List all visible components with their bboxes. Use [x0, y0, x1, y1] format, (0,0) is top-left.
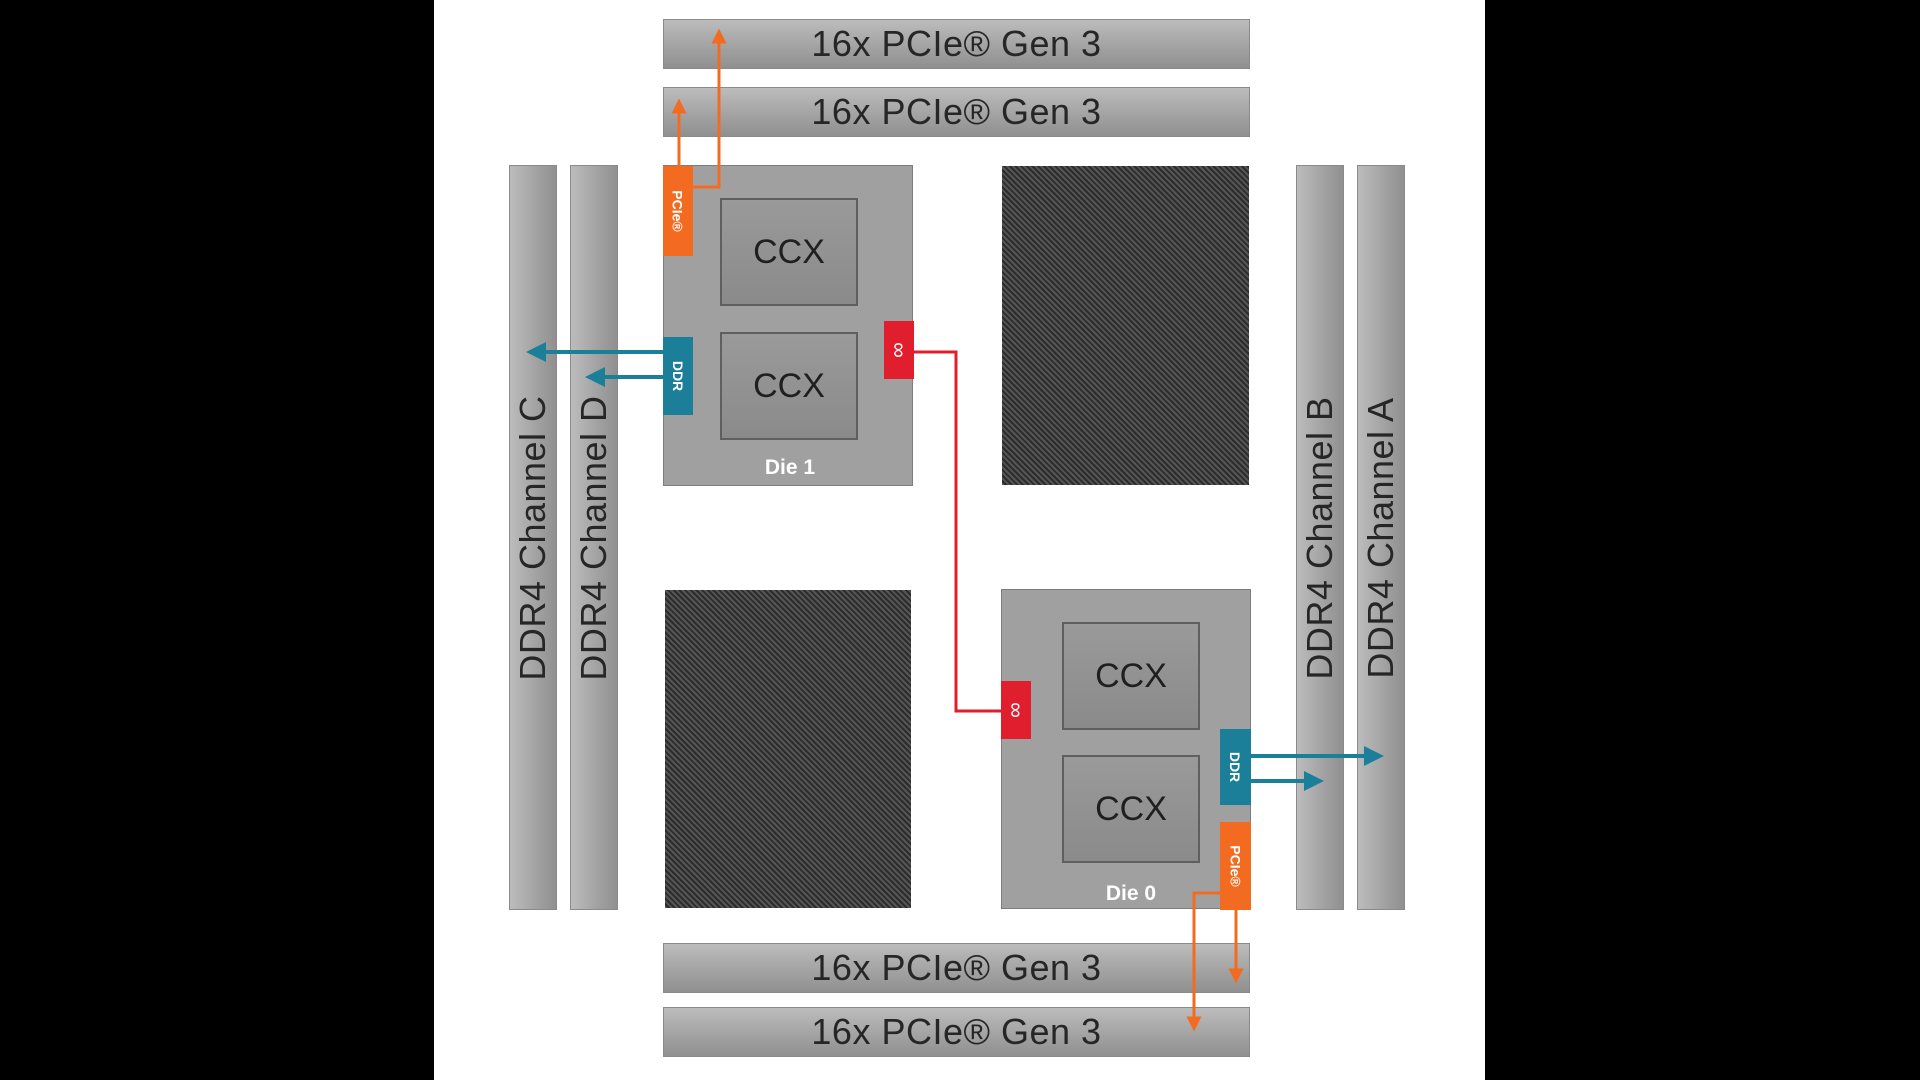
pcie-tab-label: PCIe® [670, 190, 687, 232]
infinity-fabric-symbol: ∞ [1004, 702, 1029, 718]
diagram-canvas: 16x PCIe® Gen 3 16x PCIe® Gen 3 16x PCIe… [434, 0, 1485, 1080]
ccx-block: CCX [1062, 622, 1200, 730]
ccx-block: CCX [1062, 755, 1200, 863]
inactive-die-bottom-left [665, 590, 911, 908]
ccx-label: CCX [753, 232, 825, 271]
ccx-block: CCX [720, 332, 858, 440]
infinity-fabric-link [912, 350, 1002, 713]
die-1-infinity-fabric-tab: ∞ [884, 321, 914, 379]
die-1-label: Die 1 [764, 456, 816, 479]
connection-lines [526, 28, 1384, 1032]
die-1: CCX CCX Die 1 [663, 165, 913, 486]
pcie-bar-top-1: 16x PCIe® Gen 3 [663, 19, 1250, 69]
pcie-bar-bottom-1: 16x PCIe® Gen 3 [663, 943, 1250, 993]
die-0-infinity-fabric-tab: ∞ [1001, 681, 1031, 739]
ddr-channel-d: DDR4 Channel D [570, 165, 618, 910]
ddr-tab-label: DDR [670, 360, 686, 392]
pcie-bar-top-2: 16x PCIe® Gen 3 [663, 87, 1250, 137]
ccx-block: CCX [720, 198, 858, 306]
die-0-pcie-tab: PCIe® [1220, 822, 1251, 910]
die-0: CCX CCX Die 0 [1001, 589, 1251, 909]
ddr-channel-a: DDR4 Channel A [1357, 165, 1405, 910]
infinity-fabric-symbol: ∞ [887, 342, 912, 358]
pcie-bar-bottom-2: 16x PCIe® Gen 3 [663, 1007, 1250, 1057]
ccx-label: CCX [753, 366, 825, 405]
ddr-tab-label: DDR [1227, 751, 1244, 783]
pcie-arrow [690, 28, 727, 189]
die-0-label: Die 0 [1105, 882, 1157, 905]
pcie-bar-label: 16x PCIe® Gen 3 [811, 1011, 1102, 1052]
pcie-bar-label: 16x PCIe® Gen 3 [811, 947, 1102, 988]
pcie-tab-label: PCIe® [1227, 845, 1244, 887]
ddr-channel-c: DDR4 Channel C [509, 165, 557, 910]
ccx-label: CCX [1095, 789, 1167, 828]
die-0-ddr-tab: DDR [1220, 729, 1251, 805]
pcie-bar-label: 16x PCIe® Gen 3 [811, 23, 1102, 64]
die-1-pcie-tab: PCIe® [663, 166, 693, 256]
pcie-bar-label: 16x PCIe® Gen 3 [811, 91, 1102, 132]
inactive-die-top-right [1002, 166, 1249, 485]
ccx-label: CCX [1095, 656, 1167, 695]
pcie-arrow [1186, 891, 1229, 1032]
die-1-ddr-tab: DDR [663, 337, 693, 415]
